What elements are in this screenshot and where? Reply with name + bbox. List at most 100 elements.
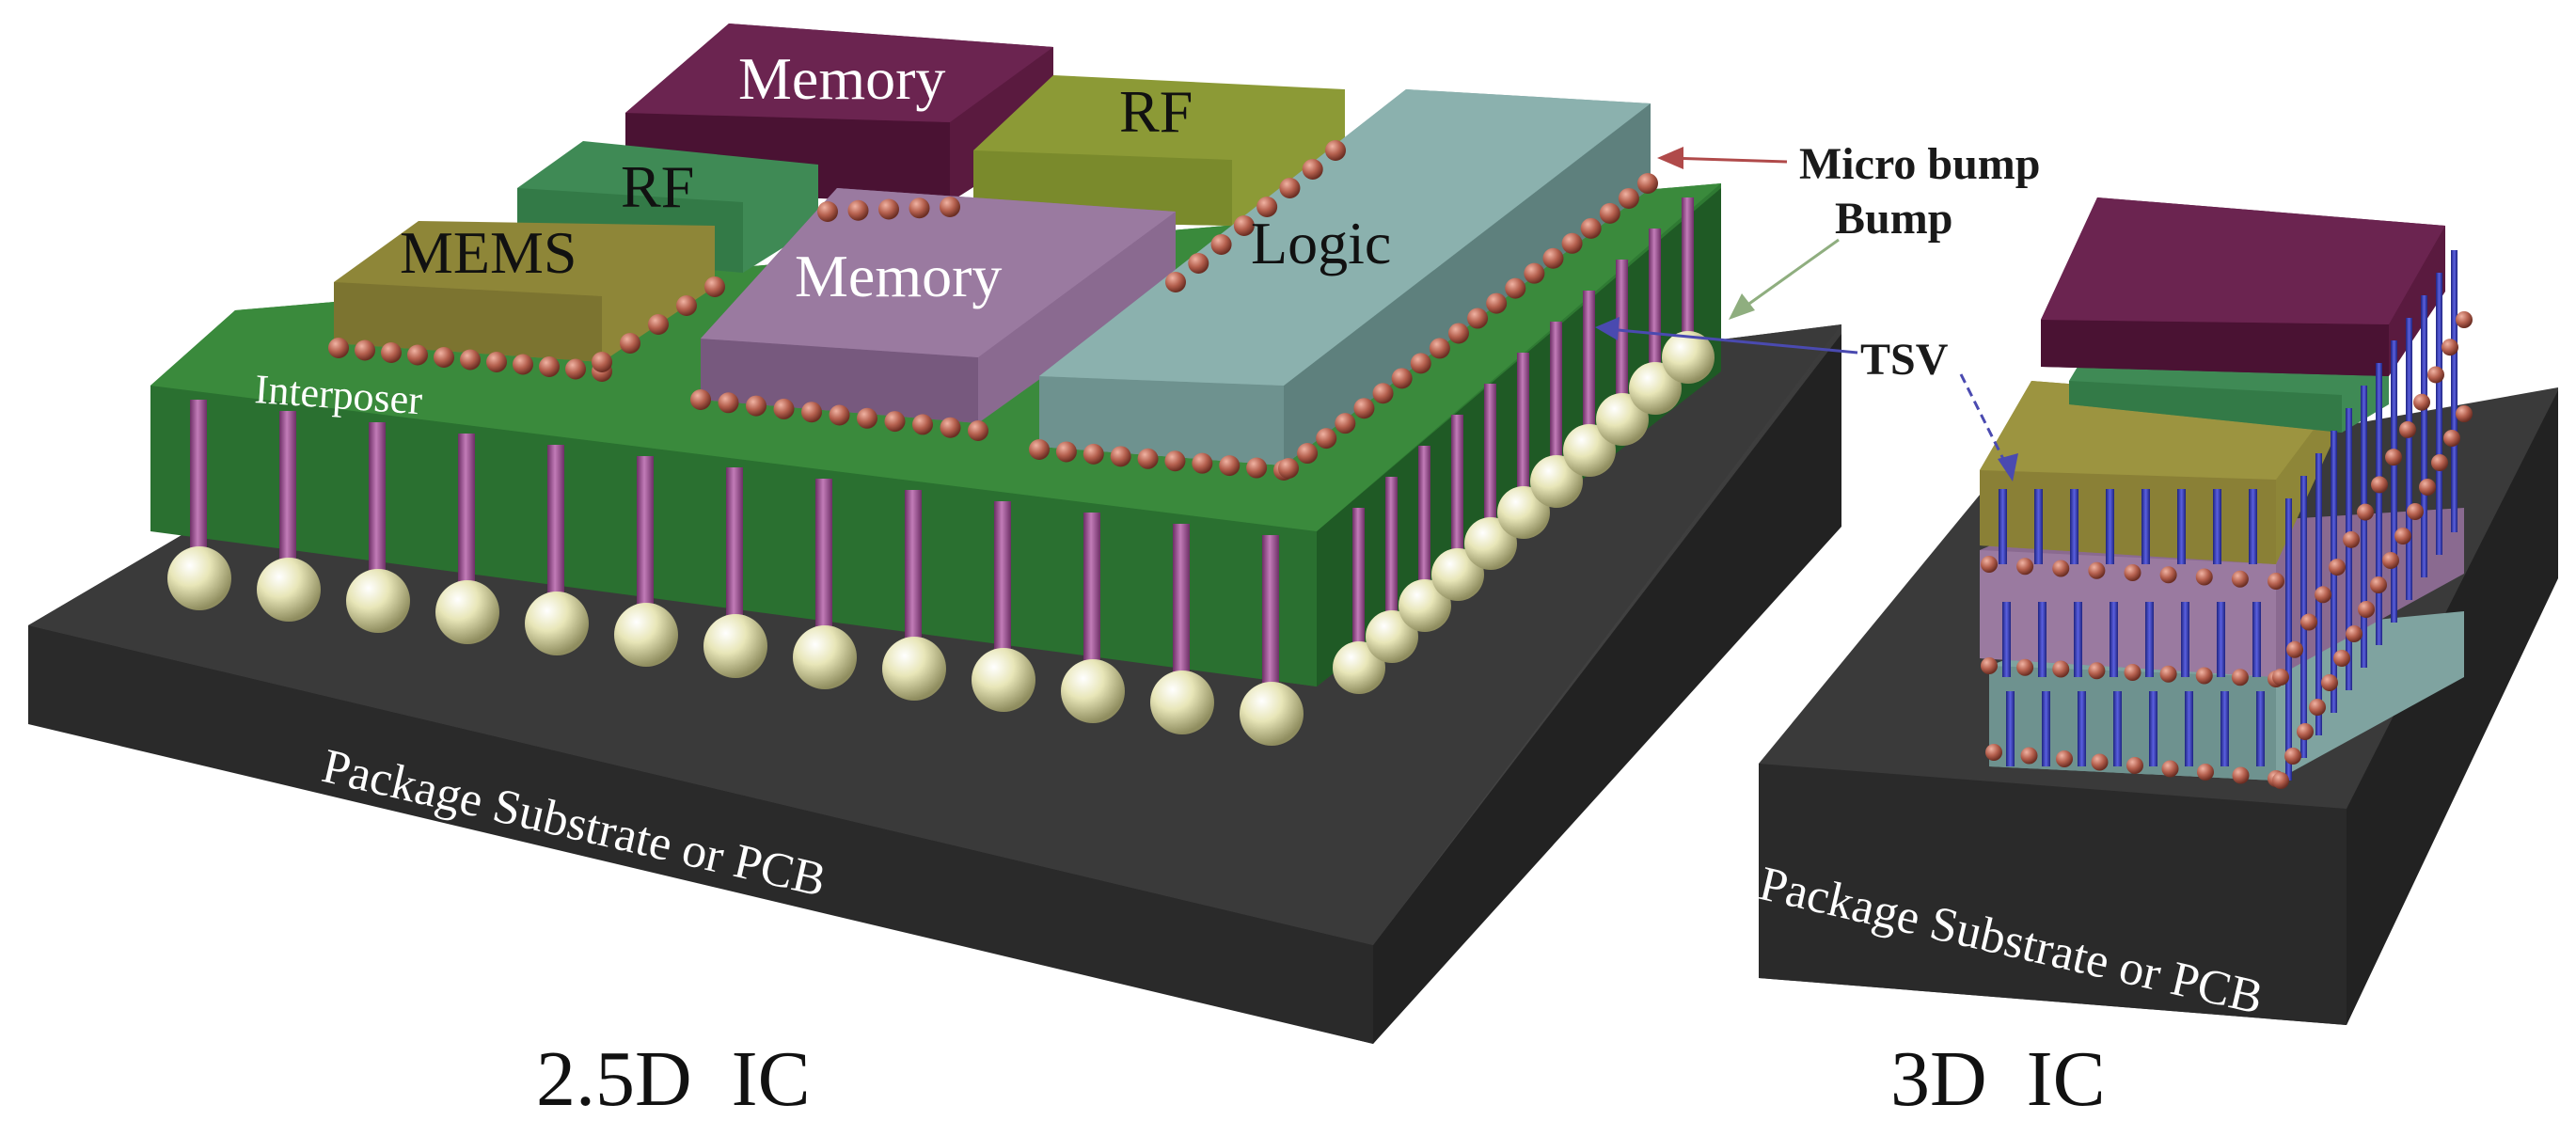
micro-bump (1297, 443, 1319, 465)
micro-bump (2272, 669, 2289, 686)
tsv (2110, 602, 2118, 677)
bump (1399, 579, 1451, 632)
micro-bump (1447, 323, 1469, 344)
micro-bump (2052, 660, 2070, 678)
tsv (2181, 602, 2189, 677)
micro-bump (1410, 353, 1431, 374)
micro-bump (486, 352, 507, 372)
bump (1240, 682, 1304, 746)
bump (257, 558, 321, 622)
micro-bump (2442, 339, 2458, 356)
bump (1596, 393, 1649, 446)
micro-bump (1429, 338, 1450, 359)
micro-bump (2370, 576, 2387, 593)
bump (614, 603, 678, 667)
micro-bump (592, 352, 612, 372)
bump (167, 546, 231, 610)
tsv (1682, 197, 1694, 339)
micro-bump (829, 404, 850, 426)
bump (1629, 362, 1682, 415)
micro-bump (1110, 446, 1131, 467)
micro-bump (2232, 766, 2250, 784)
micro-bump (2413, 393, 2430, 411)
micro-bump (1325, 140, 1346, 161)
tsv (1385, 477, 1398, 618)
micro-bump (2297, 723, 2314, 740)
micro-bump (2231, 570, 2249, 588)
tsv (2346, 408, 2352, 690)
micro-bump (2088, 561, 2106, 579)
micro-bump (2309, 699, 2326, 716)
tsv (1484, 384, 1496, 525)
tsv (279, 411, 296, 571)
micro-bump (1302, 159, 1323, 180)
micro-bump (2382, 552, 2399, 569)
micro-bump (1618, 187, 1639, 209)
micro-bump (2088, 662, 2106, 680)
micro-bump (912, 414, 933, 435)
bump (1563, 424, 1616, 477)
micro-bump (2016, 558, 2034, 576)
micro-bump (718, 392, 739, 414)
label-bump: Bump (1835, 194, 1952, 244)
micro-bump (2321, 674, 2338, 691)
tsv (2070, 489, 2078, 564)
label-tsv: TSV (1860, 335, 1949, 385)
tsv (1173, 524, 1190, 684)
micro-bump (878, 198, 899, 220)
chip-logic (1039, 89, 1651, 465)
tsv (2145, 602, 2154, 677)
micro-bump (1985, 744, 2002, 761)
micro-bump (1637, 173, 1658, 194)
tsv (1550, 322, 1562, 463)
micro-bump (1316, 428, 1337, 450)
tsv (2436, 273, 2442, 555)
micro-bump (2371, 476, 2388, 494)
micro-bump (847, 199, 869, 221)
micro-bump (620, 333, 640, 354)
micro-bump (1233, 215, 1255, 236)
tsv (2220, 691, 2229, 766)
tsv (2285, 498, 2292, 781)
tsv (2034, 489, 2043, 564)
label-memory-top: Memory (738, 45, 945, 112)
tsv (726, 467, 743, 627)
micro-bump (817, 201, 838, 222)
tsv (2038, 602, 2047, 677)
bump (882, 637, 946, 701)
tsv (2042, 691, 2050, 766)
bump (525, 592, 589, 655)
label-rf-right: RF (1119, 78, 1193, 145)
micro-bump (884, 411, 906, 433)
micro-bump (565, 358, 586, 380)
micro-bump (2268, 573, 2284, 590)
tsv-array-25d (190, 197, 1694, 695)
bump (1366, 610, 1418, 663)
micro-bump (2329, 559, 2346, 576)
micro-bump (1256, 197, 1278, 217)
micro-bump (940, 197, 960, 217)
micro-bump (1981, 556, 1998, 573)
micro-bump (1137, 448, 1159, 469)
tsv (2406, 318, 2412, 600)
bump (1497, 486, 1550, 539)
micro-bump (2124, 664, 2141, 681)
tsv (547, 445, 564, 605)
label-micro-bump: Micro bump (1799, 139, 2040, 189)
micro-bump (1278, 458, 1299, 479)
micro-bump (2231, 669, 2249, 686)
tsv (637, 456, 654, 616)
tsv (369, 422, 386, 582)
bump (1333, 641, 1385, 694)
tsv (1649, 229, 1661, 370)
tsv (458, 434, 475, 593)
tsv (2185, 691, 2193, 766)
tsv (2421, 295, 2427, 577)
micro-bump (1164, 450, 1186, 472)
micro-bump (968, 420, 988, 441)
micro-bump (1524, 262, 1545, 284)
tsv (1262, 535, 1279, 695)
micro-bump (2419, 479, 2436, 496)
tsv (2213, 489, 2221, 564)
